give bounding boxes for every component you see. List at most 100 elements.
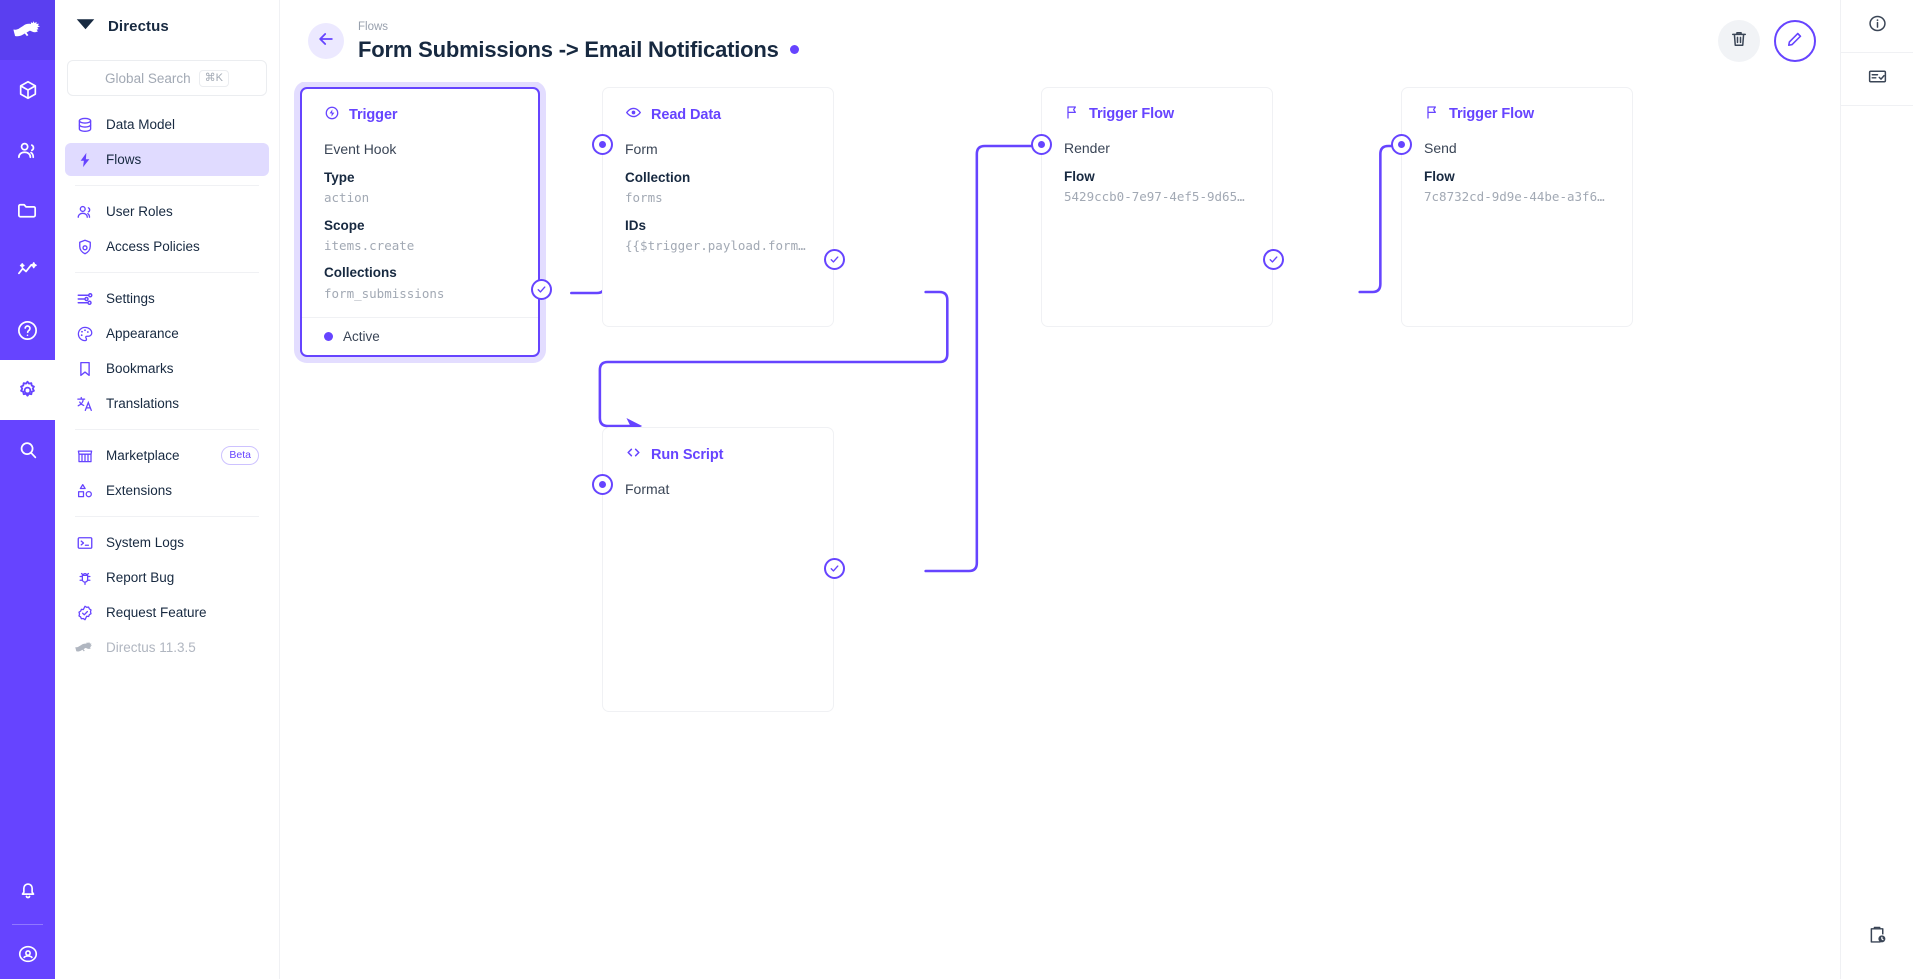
sliders-icon	[75, 289, 94, 308]
node-resolve-handle[interactable]	[824, 558, 845, 579]
flow-canvas[interactable]: Trigger Event Hook Type action Scope ite…	[280, 82, 1840, 979]
logs-button[interactable]	[1841, 53, 1913, 105]
sidebar-item-data-model[interactable]: Data Model	[65, 108, 269, 141]
info-circle-icon	[1867, 13, 1888, 39]
sidebar-item-label: System Logs	[106, 535, 185, 550]
sidebar-item-label: Translations	[106, 396, 180, 411]
right-rail-divider	[1840, 105, 1913, 106]
sidebar-item-extensions[interactable]: Extensions	[65, 474, 269, 507]
palette-icon	[75, 324, 94, 343]
sidebar-item-settings[interactable]: Settings	[65, 282, 269, 315]
sidebar-item-report-bug[interactable]: Report Bug	[65, 561, 269, 594]
handle-dot-icon	[1398, 141, 1405, 148]
right-rail-divider	[1840, 52, 1913, 53]
edit-flow-button[interactable]	[1774, 20, 1816, 62]
search-input[interactable]: Global Search ⌘K	[67, 60, 267, 96]
module-users[interactable]	[0, 120, 55, 180]
clipboard-clock-icon	[1867, 924, 1888, 950]
insights-icon	[16, 259, 39, 282]
field-label: IDs	[625, 217, 647, 233]
sidebar-item-system-logs[interactable]: System Logs	[65, 526, 269, 559]
bolt-icon	[75, 150, 94, 169]
directus-logo-mark-icon	[75, 13, 96, 39]
field-value: {{$trigger.payload.form}}	[625, 237, 811, 253]
node-resolve-handle[interactable]	[531, 279, 552, 300]
directus-rabbit-logo-icon	[75, 638, 94, 657]
sidebar-item-label: Marketplace	[106, 448, 180, 463]
account-circle-icon	[17, 943, 39, 965]
module-search[interactable]	[0, 420, 55, 480]
back-button[interactable]	[308, 23, 344, 59]
delete-flow-button[interactable]	[1718, 20, 1760, 62]
sidebar-item-translations[interactable]: Translations	[65, 387, 269, 420]
field-value: action	[324, 190, 370, 206]
node-subtitle: Send	[1424, 140, 1457, 156]
node-title: Trigger	[302, 89, 538, 125]
module-content[interactable]	[0, 60, 55, 120]
sidebar-item-request-feature[interactable]: Request Feature	[65, 596, 269, 629]
breadcrumb[interactable]: Flows	[358, 21, 389, 34]
module-notifications[interactable]	[0, 860, 55, 920]
info-button[interactable]	[1841, 0, 1913, 52]
node-subtitle: Form	[625, 141, 658, 157]
users-icon	[16, 139, 39, 162]
field-value: forms	[625, 190, 663, 206]
shield-lock-icon	[75, 237, 94, 256]
project-name: Directus	[108, 17, 169, 35]
marketplace-beta-badge: Beta	[221, 446, 259, 465]
handle-dot-icon	[599, 481, 606, 488]
node-title: Trigger Flow	[1042, 88, 1272, 124]
module-account[interactable]	[0, 929, 55, 979]
node-trigger-flow-render[interactable]: Trigger Flow Render Flow 5429ccb0-7e97-4…	[1031, 87, 1284, 327]
module-insights[interactable]	[0, 240, 55, 300]
field-label: Flow	[1064, 169, 1095, 184]
field-value: items.create	[324, 237, 415, 253]
node-subtitle: Format	[625, 481, 670, 497]
field-value: 5429ccb0-7e97-4ef5-9d65-2b…	[1064, 189, 1250, 205]
pencil-icon	[1785, 29, 1805, 54]
node-input-handle[interactable]	[592, 134, 613, 155]
node-trigger-flow-send[interactable]: Trigger Flow Send Flow 7c8732cd-9d9e-44b…	[1391, 87, 1633, 327]
node-title-label: Trigger Flow	[1449, 106, 1535, 122]
sidebar-item-label: Flows	[106, 152, 142, 167]
edge-trigger-flow-render-to-send	[1358, 144, 1423, 294]
node-trigger[interactable]: Trigger Event Hook Type action Scope ite…	[300, 87, 552, 357]
module-files[interactable]	[0, 180, 55, 240]
node-subtitle: Event Hook	[324, 141, 397, 157]
edge-read-data-to-run-script	[598, 290, 949, 428]
module-settings[interactable]	[0, 360, 55, 420]
module-help[interactable]	[0, 300, 55, 360]
sidebar-item-access-policies[interactable]: Access Policies	[65, 230, 269, 263]
sidebar-item-bookmarks[interactable]: Bookmarks	[65, 352, 269, 385]
node-resolve-handle[interactable]	[824, 249, 845, 270]
node-status-label: Active	[343, 328, 380, 344]
page-header: Flows Form Submissions -> Email Notifica…	[280, 0, 1840, 82]
node-resolve-handle[interactable]	[1263, 249, 1284, 270]
node-run-script[interactable]: Run Script Format	[592, 427, 845, 712]
check-badge-icon	[75, 603, 94, 622]
store-icon	[75, 446, 94, 465]
main-content: Flows Form Submissions -> Email Notifica…	[280, 0, 1840, 979]
module-home[interactable]	[0, 0, 55, 60]
box-icon	[17, 79, 39, 101]
nav-sidebar: Directus Global Search ⌘K Data Model Flo…	[55, 0, 280, 979]
field-label: Collections	[324, 265, 397, 281]
module-bar	[0, 0, 55, 979]
node-title: Trigger Flow	[1402, 88, 1632, 124]
activity-button[interactable]	[1841, 911, 1913, 963]
sidebar-item-marketplace[interactable]: Marketplace Beta	[65, 439, 269, 472]
node-read-data[interactable]: Read Data Form Collection forms IDs {{$t…	[592, 87, 845, 327]
node-input-handle[interactable]	[1031, 134, 1052, 155]
sidebar-item-user-roles[interactable]: User Roles	[65, 195, 269, 228]
node-input-handle[interactable]	[1391, 134, 1412, 155]
field-value: 7c8732cd-9d9e-44be-a3f6-89…	[1424, 189, 1610, 205]
field-label: Flow	[1424, 169, 1455, 184]
sidebar-item-label: Bookmarks	[106, 361, 174, 376]
translate-icon	[75, 394, 94, 413]
list-check-icon	[1867, 66, 1888, 92]
sidebar-item-flows[interactable]: Flows	[65, 143, 269, 176]
node-subtitle: Render	[1064, 140, 1110, 156]
node-input-handle[interactable]	[592, 474, 613, 495]
sidebar-item-appearance[interactable]: Appearance	[65, 317, 269, 350]
